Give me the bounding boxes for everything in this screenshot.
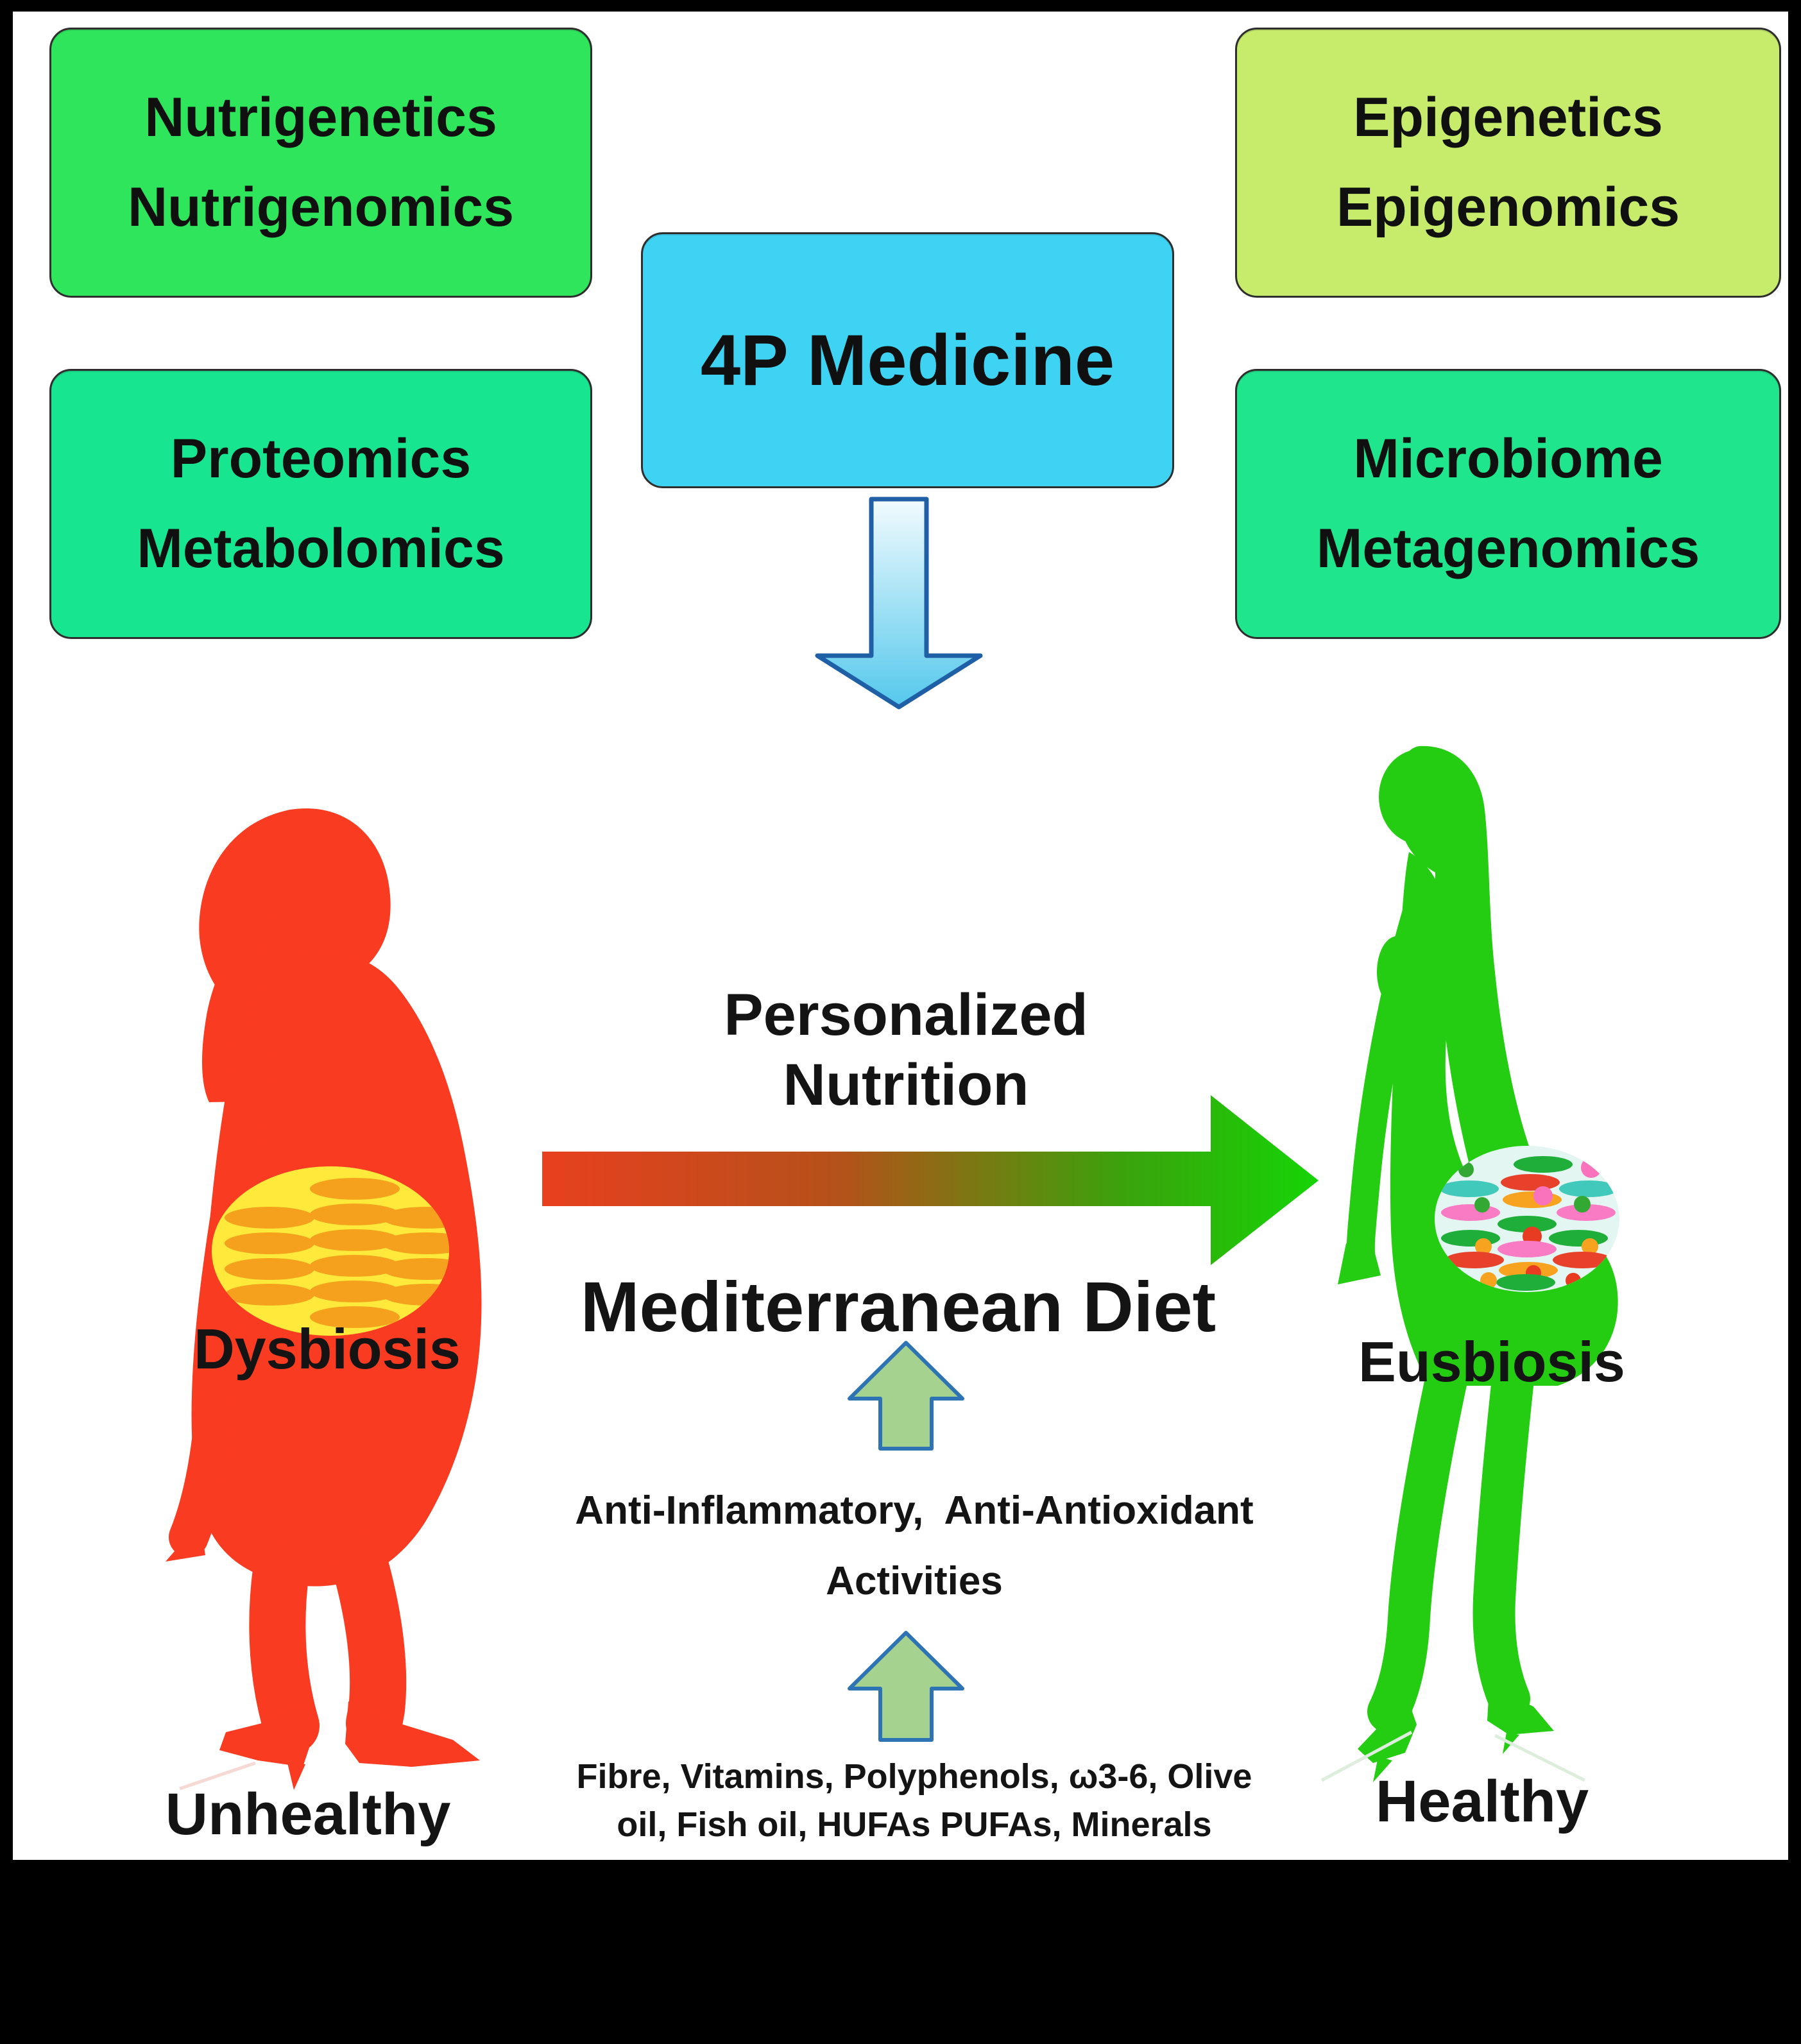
healthy-leg-front (1367, 1353, 1469, 1733)
box-proteomics-line1: Proteomics (170, 428, 472, 490)
healthy-hair (1397, 745, 1549, 1227)
eusbiosis-label: Eusbiosis (1358, 1330, 1625, 1393)
healthy-arm (1346, 902, 1430, 1266)
box-epigenetics-line1: Epigenetics (1353, 87, 1663, 149)
healthy-hand (1338, 1243, 1381, 1284)
healthy-label: Healthy (1375, 1769, 1589, 1834)
eubiosis-gut-icon (1435, 1146, 1619, 1292)
healthy-toe-left (1373, 1757, 1392, 1782)
healthy-head (1379, 749, 1461, 844)
dysbiosis-rods (225, 1178, 449, 1328)
healthy-ground-shadow-left (1320, 1730, 1413, 1782)
healthy-leg-back (1472, 1358, 1534, 1720)
activities-label: Anti-Inflammatory, Anti-Antioxidant Acti… (575, 1488, 1254, 1604)
dysbiosis-label: Dysbiosis (194, 1317, 461, 1381)
unhealthy-foot-right (345, 1701, 480, 1767)
healthy-foot-right (1487, 1676, 1554, 1735)
unhealthy-label: Unhealthy (165, 1782, 451, 1847)
box-proteomics: Proteomics Metabolomics (49, 369, 592, 639)
up-arrow-nutrients-icon (848, 1631, 964, 1742)
box-epigenetics: Epigenetics Epigenomics (1235, 28, 1781, 298)
healthy-ground-shadow-right (1494, 1733, 1586, 1782)
box-nutrigenetics: Nutrigenetics Nutrigenomics (49, 28, 592, 298)
unhealthy-heel-left (287, 1763, 305, 1790)
box-nutrigenetics-line2: Nutrigenomics (127, 176, 515, 238)
unhealthy-leg-back (249, 1542, 320, 1754)
box-microbiome: Microbiome Metagenomics (1235, 369, 1781, 639)
box-nutrigenetics-line1: Nutrigenetics (144, 87, 497, 149)
down-arrow-icon (815, 497, 983, 710)
dysbiosis-gut-icon (212, 1166, 449, 1336)
healthy-foot-left (1358, 1691, 1417, 1763)
unhealthy-ground-shadow (179, 1761, 256, 1791)
unhealthy-hand (166, 1522, 205, 1562)
unhealthy-foot-left (219, 1704, 314, 1767)
personalized-nutrition-label: Personalized Nutrition (724, 982, 1088, 1118)
box-epigenetics-line2: Epigenomics (1336, 176, 1680, 238)
diet-gradient-arrow-icon (542, 1095, 1319, 1265)
mediterranean-diet-label: Mediterranean Diet (580, 1268, 1216, 1347)
nutrients-label: Fibre, Vitamins, Polyphenols, ω3-6, Oliv… (576, 1757, 1252, 1844)
box-microbiome-line1: Microbiome (1353, 428, 1663, 490)
unhealthy-arm (169, 1027, 275, 1557)
unhealthy-leg-front (330, 1529, 407, 1751)
box-microbiome-line2: Metagenomics (1316, 517, 1700, 579)
box-proteomics-line2: Metabolomics (137, 517, 505, 579)
box-4p-medicine: 4P Medicine (641, 232, 1174, 488)
box-4p-medicine-label: 4P Medicine (700, 319, 1115, 400)
up-arrow-activities-icon (848, 1341, 964, 1451)
